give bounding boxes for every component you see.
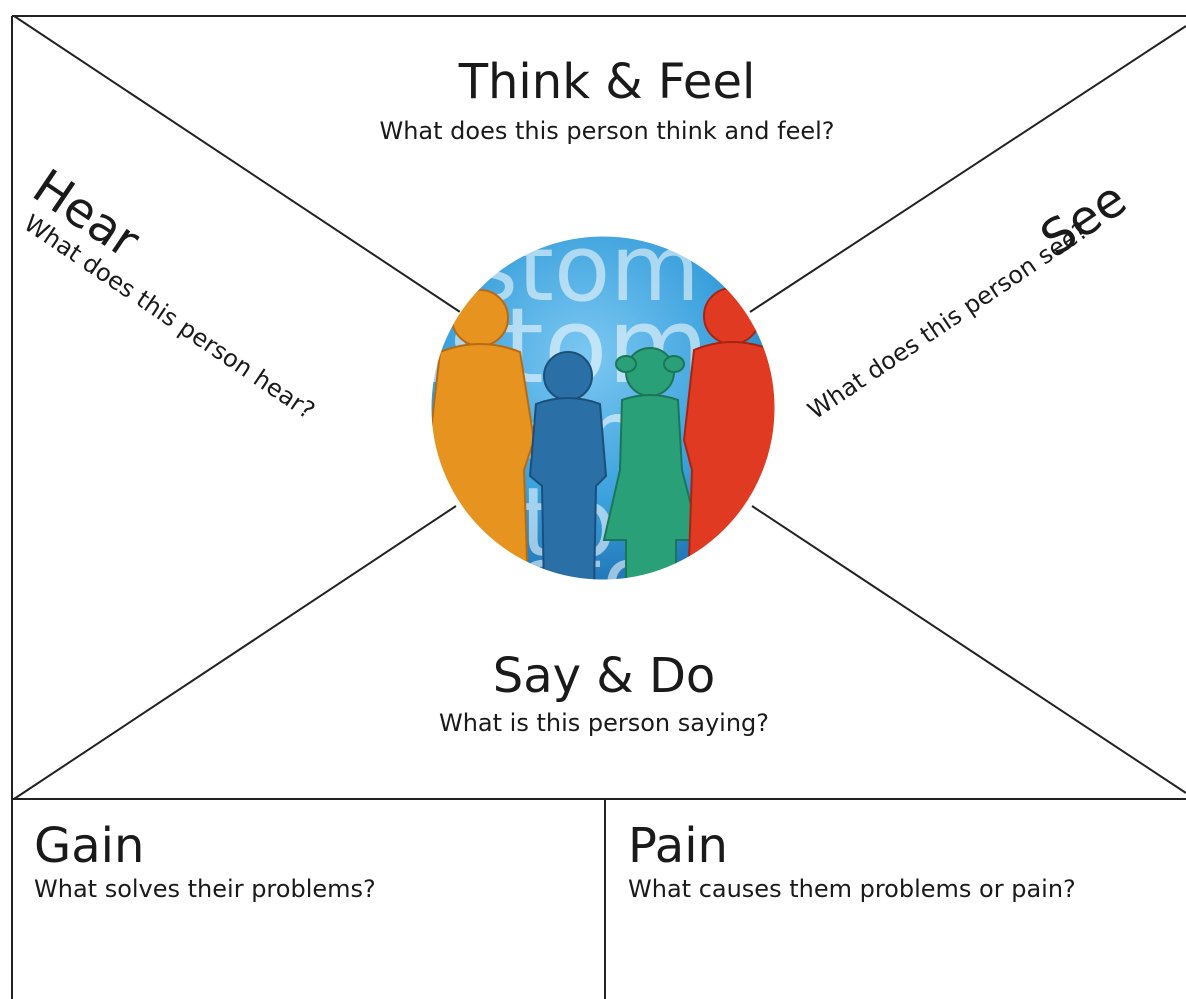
think-feel-question: What does this person think and feel? xyxy=(379,117,835,145)
green-girl-figure xyxy=(602,347,702,580)
frame-lines xyxy=(11,15,1186,999)
customer-image: stom istom stom ston sto xyxy=(431,236,775,580)
diagonal-bottom-left xyxy=(13,505,457,800)
pain-question: What causes them problems or pain? xyxy=(628,875,1076,903)
diagonal-bottom-right xyxy=(751,505,1186,794)
blue-boy-figure xyxy=(528,351,608,580)
gain-question: What solves their problems? xyxy=(34,875,376,903)
say-do-question: What is this person saying? xyxy=(438,709,770,737)
say-do-title: Say & Do xyxy=(492,648,716,704)
pain-title: Pain xyxy=(628,818,728,874)
diagonal-top-right xyxy=(749,25,1186,313)
diagonal-top-left xyxy=(13,15,461,313)
gain-title: Gain xyxy=(34,818,145,874)
customer-image-outline xyxy=(430,235,776,581)
think-feel-title: Think & Feel xyxy=(458,54,756,110)
